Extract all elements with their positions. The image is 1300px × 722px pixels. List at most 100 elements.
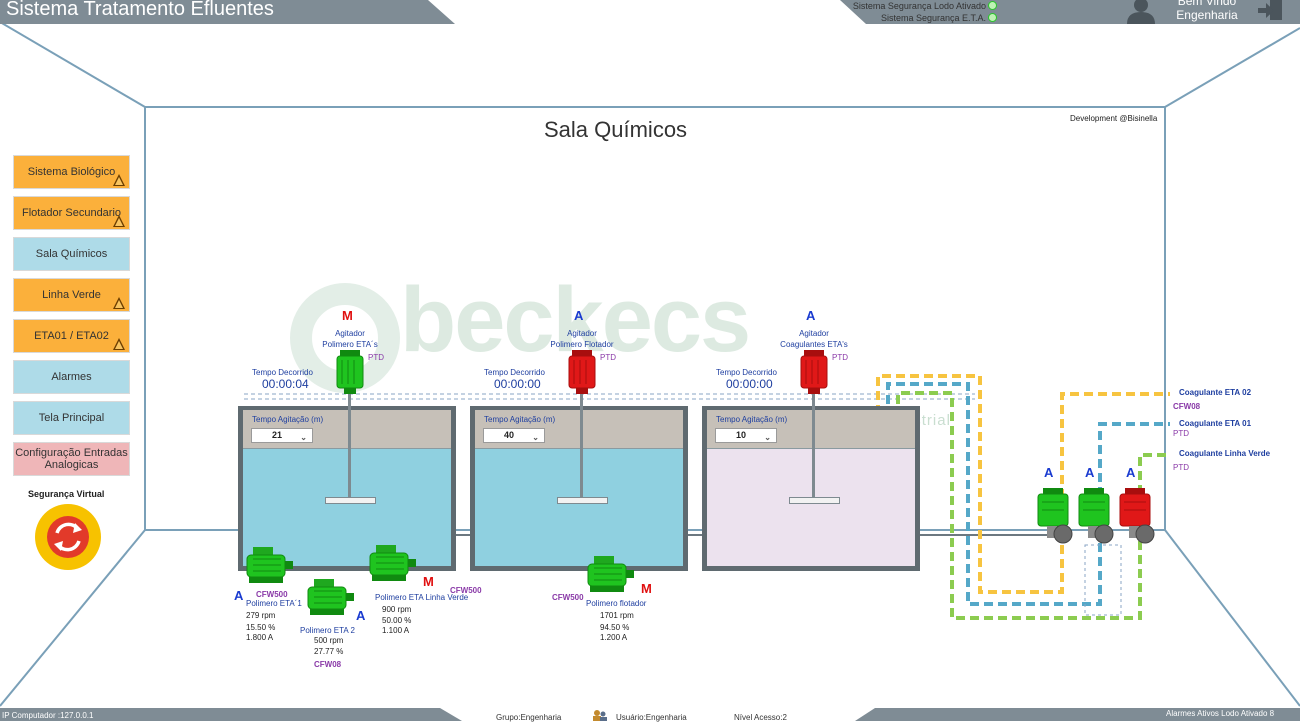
agitator-line1: Agitador [799,329,829,338]
elapsed-label-tank1: Tempo Decorrido [252,368,313,377]
pump-name-eta1: Polimero ETA´1 [246,599,302,608]
agitation-select-tank2[interactable]: 40⌄ [483,428,545,443]
pump-motor-icon [369,545,416,581]
drive-eta2: CFW08 [314,660,342,669]
elapsed-value-tank2: 00:00:00 [494,377,541,391]
agitator-line2: Polimero ETA´s [322,340,378,349]
virtual-security-label: Segurança Virtual [28,489,105,499]
agitator-impeller [557,497,608,504]
footer-ip: IP Computador :127.0.0.1 [2,711,94,720]
tank-3 [702,406,920,571]
agitator-motor-3[interactable] [800,350,828,399]
nav-sistema-biologico[interactable]: Sistema Biológico [13,155,130,189]
drive-linha-verde: CFW500 [450,586,482,595]
nav-label: Sala Químicos [35,248,108,260]
coag-drive-linha-verde: PTD [1173,463,1189,472]
nav-eta01-eta02[interactable]: ETA01 / ETA02 [13,319,130,353]
pump-percent-eta2: 27.77 % [314,647,344,656]
tank-rim [238,406,456,410]
agitator-shaft [812,393,815,499]
warning-icon [113,215,125,227]
coag-pump-mode-1: A [1044,465,1054,480]
agitator-mode-tank2: A [574,308,584,323]
agitation-label-tank1: Tempo Agitação (m) [252,415,324,424]
agitator-impeller [789,497,840,504]
agitator-motor-1[interactable] [336,350,364,399]
pump-name-flotador: Polimero flotador [586,599,647,608]
coag-pump-1[interactable] [1035,486,1075,551]
coag-label-eta01: Coagulante ETA 01 [1179,419,1252,428]
agitator-ptd-tank3: PTD [832,353,848,362]
warning-icon [113,338,125,350]
security-status-eta: Sistema Segurança E.T.A. [880,13,986,23]
app-title: Sistema Tratamento Efluentes [6,0,274,20]
nav-flotador-secundario[interactable]: Flotador Secundario [13,196,130,230]
pump-mode-eta1: A [234,588,244,603]
nav-linha-verde[interactable]: Linha Verde [13,278,130,312]
pump-motor-icon [246,547,293,583]
virtual-security-reset-button[interactable] [34,503,102,571]
coag-pump-2[interactable] [1076,486,1116,551]
agitator-shaft [580,393,583,499]
agitator-motor-2[interactable] [568,350,596,399]
nav-label: Configuração Entradas Analogicas [15,447,128,471]
pump-percent-eta1: 15.50 % [246,623,276,632]
security-status-lodo: Sistema Segurança Lodo Ativado [852,1,986,11]
nav-tela-principal[interactable]: Tela Principal [13,401,130,435]
warning-icon [113,174,125,186]
chevron-down-icon: ⌄ [300,433,307,442]
pump-motor-icon [307,579,354,615]
pump-current-flotador: 1.200 A [600,633,628,642]
pump-current-linha-verde: 1.100 A [382,626,410,635]
footer-alarms[interactable]: Alarmes Ativos Lodo Ativado 8 [1166,709,1275,718]
agitation-select-tank1[interactable]: 21 ⌄ [251,428,313,443]
footer-user: Usuário:Engenharia [616,713,687,722]
agitator-line2: Polimero Flotador [550,340,614,349]
nav-label: Flotador Secundario [21,207,122,219]
pump-polimero-eta1[interactable] [245,547,295,592]
drive-flotador: CFW500 [552,593,584,602]
security-led-eta [988,13,997,22]
dosing-pump-icon [1037,488,1073,544]
pump-polimero-eta2[interactable] [306,579,356,624]
users-icon [593,710,607,721]
pump-rpm-flotador: 1701 rpm [600,611,634,620]
agitator-ptd-tank1: PTD [368,353,384,362]
elapsed-label-tank3: Tempo Decorrido [716,368,777,377]
motor-icon [336,350,364,394]
pump-name-eta2: Polimero ETA 2 [300,626,355,635]
pump-polimero-linha-verde[interactable] [368,545,418,590]
logout-icon[interactable] [1256,0,1286,22]
pump-polimero-flotador[interactable] [586,556,636,601]
nav-alarmes[interactable]: Alarmes [13,360,130,394]
agitator-shaft [348,393,351,499]
nav-configuracao-entradas[interactable]: Configuração Entradas Analogicas [13,442,130,476]
coag-pump-mode-3: A [1126,465,1136,480]
nav-sala-quimicos[interactable]: Sala Químicos [13,237,130,271]
agitation-select-tank3[interactable]: 10⌄ [715,428,777,443]
agitation-label-tank2: Tempo Agitação (m) [484,415,556,424]
agitation-value: 21 [272,430,283,440]
chevron-down-icon: ⌄ [764,433,771,442]
tank-rim [470,406,688,410]
coag-drive-eta01: PTD [1173,429,1189,438]
tank-liquid [243,448,451,566]
coag-pump-3[interactable] [1117,486,1157,551]
tank-liquid [707,448,915,566]
coag-label-linha-verde: Coagulante Linha Verde [1179,449,1271,458]
tank-liquid [475,448,683,566]
footer-group: Grupo:Engenharia [496,713,562,722]
pump-mode-eta2: A [356,608,366,623]
agitator-line1: Agitador [567,329,597,338]
nav-label: Linha Verde [42,289,101,301]
nav-label: Sistema Biológico [27,166,116,178]
welcome-line2: Engenharia [1176,8,1238,22]
pump-motor-icon [587,556,634,592]
welcome-line1: Bem Vindo [1177,0,1237,8]
coag-drive-eta02: CFW08 [1173,402,1201,411]
room-title: Sala Químicos [544,117,688,142]
agitator-mode-tank3: A [806,308,816,323]
user-icon [1127,0,1155,24]
